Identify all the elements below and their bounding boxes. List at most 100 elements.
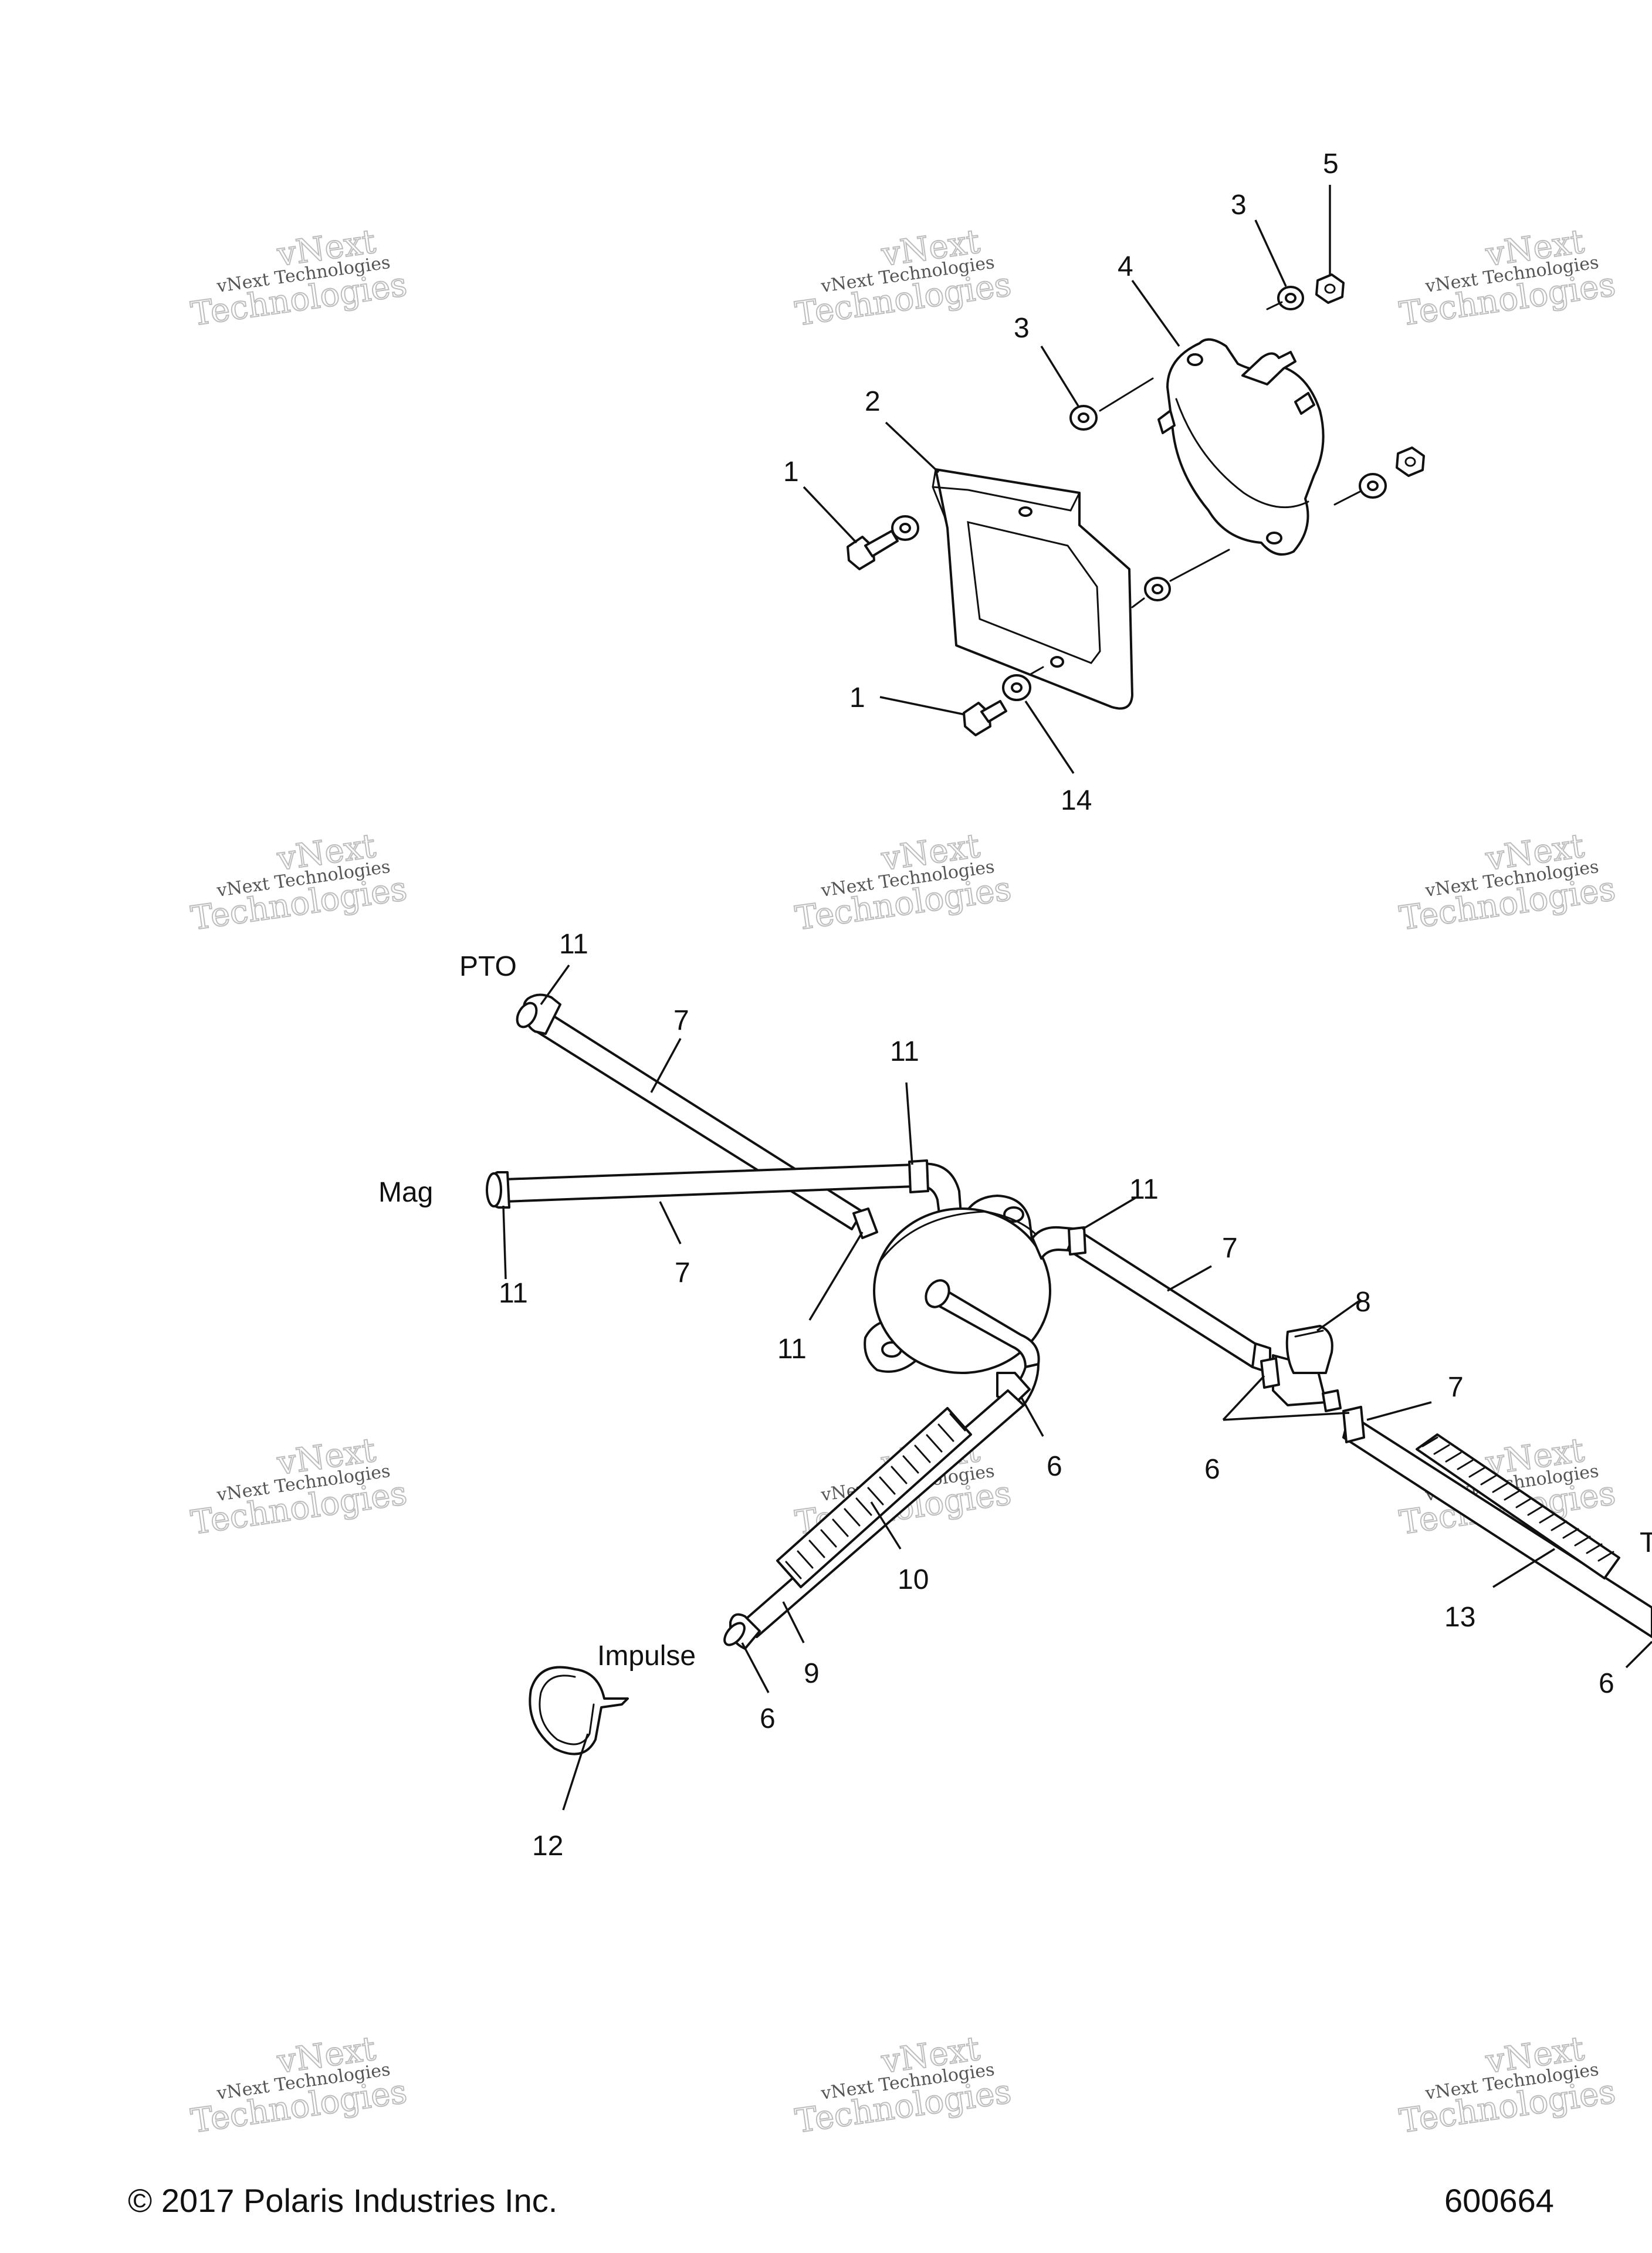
axis-line <box>1099 377 1154 412</box>
leader-10 <box>870 1501 902 1550</box>
callout-11-pto: 11 <box>559 929 588 960</box>
watermark: vNext vNext Technologies Technologies <box>1397 2029 1619 2141</box>
washer-14 <box>1002 674 1031 701</box>
watermark: vNext vNext Technologies Technologies <box>188 222 410 334</box>
clamp-11-mag <box>908 1159 929 1193</box>
leader-8 <box>1316 1298 1362 1332</box>
impulse-label: Impulse <box>597 1640 696 1672</box>
leader-7-lower-right <box>1366 1401 1432 1421</box>
pump-stud <box>1157 410 1176 434</box>
callout-14: 14 <box>1061 785 1092 816</box>
callout-7-lower-right: 7 <box>1448 1372 1464 1403</box>
mag-hose-opening <box>486 1172 502 1207</box>
filter-outlet-opening <box>925 1279 950 1308</box>
clamp-11-pto <box>852 1207 878 1239</box>
watermark: vNext vNext Technologies Technologies <box>793 2029 1014 2141</box>
pto-hose-opening <box>516 1002 538 1029</box>
washer-3b <box>1069 405 1098 431</box>
callout-6-impulse: 6 <box>760 1703 776 1734</box>
pump-mount-hole <box>1187 353 1203 366</box>
bolt-1-upper <box>847 530 899 570</box>
watermark: vNext vNext Technologies Technologies <box>793 826 1014 938</box>
callout-6-right: 6 <box>1599 1668 1614 1699</box>
watermark: vNext vNext Technologies Technologies <box>188 826 410 938</box>
fuel-shutoff-valve-8 <box>1260 1325 1342 1412</box>
axis-line <box>1028 666 1044 676</box>
washer-mid <box>1144 577 1171 601</box>
bracket-cutout <box>967 521 1101 664</box>
bracket-assembly <box>847 273 1425 736</box>
watermark: vNext vNext Technologies Technologies <box>1397 222 1619 334</box>
leader-11-mag <box>502 1205 507 1280</box>
pump-stud <box>1294 392 1315 415</box>
washer-3a <box>1277 286 1304 310</box>
axis-line <box>1333 490 1361 506</box>
corrugated-sleeve-10 <box>776 1407 972 1588</box>
impulse-hose-opening <box>723 1622 746 1646</box>
leader-11-center <box>808 1232 864 1321</box>
leader-6-impulse <box>741 1642 770 1693</box>
callout-7-pto: 7 <box>673 1005 689 1036</box>
callout-1b: 1 <box>849 682 865 713</box>
mounting-bracket <box>935 468 1133 710</box>
leader-3a <box>1254 219 1287 287</box>
callout-6-valve: 6 <box>1204 1454 1220 1485</box>
leader-lines <box>502 185 1652 1811</box>
diagram-number: 600664 <box>1444 2182 1554 2219</box>
watermark: vNext vNext Technologies Technologies <box>188 1430 410 1542</box>
nut-5 <box>1315 273 1345 304</box>
callout-4: 4 <box>1118 251 1133 282</box>
copyright-text: © 2017 Polaris Industries Inc. <box>128 2182 558 2219</box>
watermark: vNext vNext Technologies Technologies <box>1397 826 1619 938</box>
truncated-label-t: T <box>1640 1527 1652 1558</box>
hose-clamp-12 <box>529 1666 629 1755</box>
callout-6-upper: 6 <box>1047 1451 1062 1482</box>
callout-11-top: 11 <box>890 1036 919 1067</box>
nut-right <box>1396 446 1425 477</box>
mag-label: Mag <box>378 1177 433 1208</box>
leader-9 <box>782 1601 805 1643</box>
bracket-hole <box>1050 656 1064 668</box>
pump-nipple <box>1241 351 1296 385</box>
leader-11-pto <box>540 964 570 1006</box>
callout-11-right: 11 <box>1129 1174 1159 1205</box>
pump-mount-hole <box>1266 532 1282 544</box>
leader-7-right <box>1167 1265 1212 1292</box>
callout-3b: 3 <box>1014 313 1030 344</box>
callout-3a: 3 <box>1231 190 1247 221</box>
washer-left <box>891 515 919 541</box>
leader-4 <box>1131 279 1180 347</box>
watermark: vNext vNext Technologies Technologies <box>188 2029 410 2141</box>
leader-6-right <box>1625 1640 1652 1669</box>
corrugated-sleeve-13 <box>1416 1433 1620 1579</box>
bolt-1-lower <box>963 700 1007 736</box>
clamp-11-right <box>1068 1226 1086 1256</box>
leader-3b <box>1040 346 1079 407</box>
bracket-flange <box>932 468 1081 529</box>
hose-7-lower-right-fitting <box>1342 1406 1365 1443</box>
leader-13 <box>1492 1548 1555 1588</box>
watermark: vNext vNext Technologies Technologies <box>793 222 1014 334</box>
callout-13: 13 <box>1444 1602 1475 1633</box>
filter-bowl-edge <box>879 1210 1048 1263</box>
callout-7-right: 7 <box>1222 1233 1238 1264</box>
fuel-system-assembly <box>486 993 1652 1755</box>
callout-10: 10 <box>898 1564 929 1595</box>
callout-12: 12 <box>532 1831 563 1862</box>
valve-knob <box>1285 1325 1333 1374</box>
axis-line <box>1131 549 1230 608</box>
washer-right <box>1359 473 1387 499</box>
axis-line <box>1266 301 1283 310</box>
leader-2 <box>885 421 940 473</box>
leader-1a <box>803 486 858 544</box>
callout-1a: 1 <box>783 456 799 488</box>
callout-11-center: 11 <box>777 1334 807 1365</box>
bracket-hole <box>1018 506 1032 517</box>
leader-11-right <box>1082 1197 1136 1230</box>
callout-2: 2 <box>865 386 881 417</box>
leader-7-pto <box>650 1038 682 1093</box>
callout-8: 8 <box>1355 1287 1371 1318</box>
callout-11-mag: 11 <box>499 1278 528 1309</box>
pto-label: PTO <box>459 951 517 982</box>
